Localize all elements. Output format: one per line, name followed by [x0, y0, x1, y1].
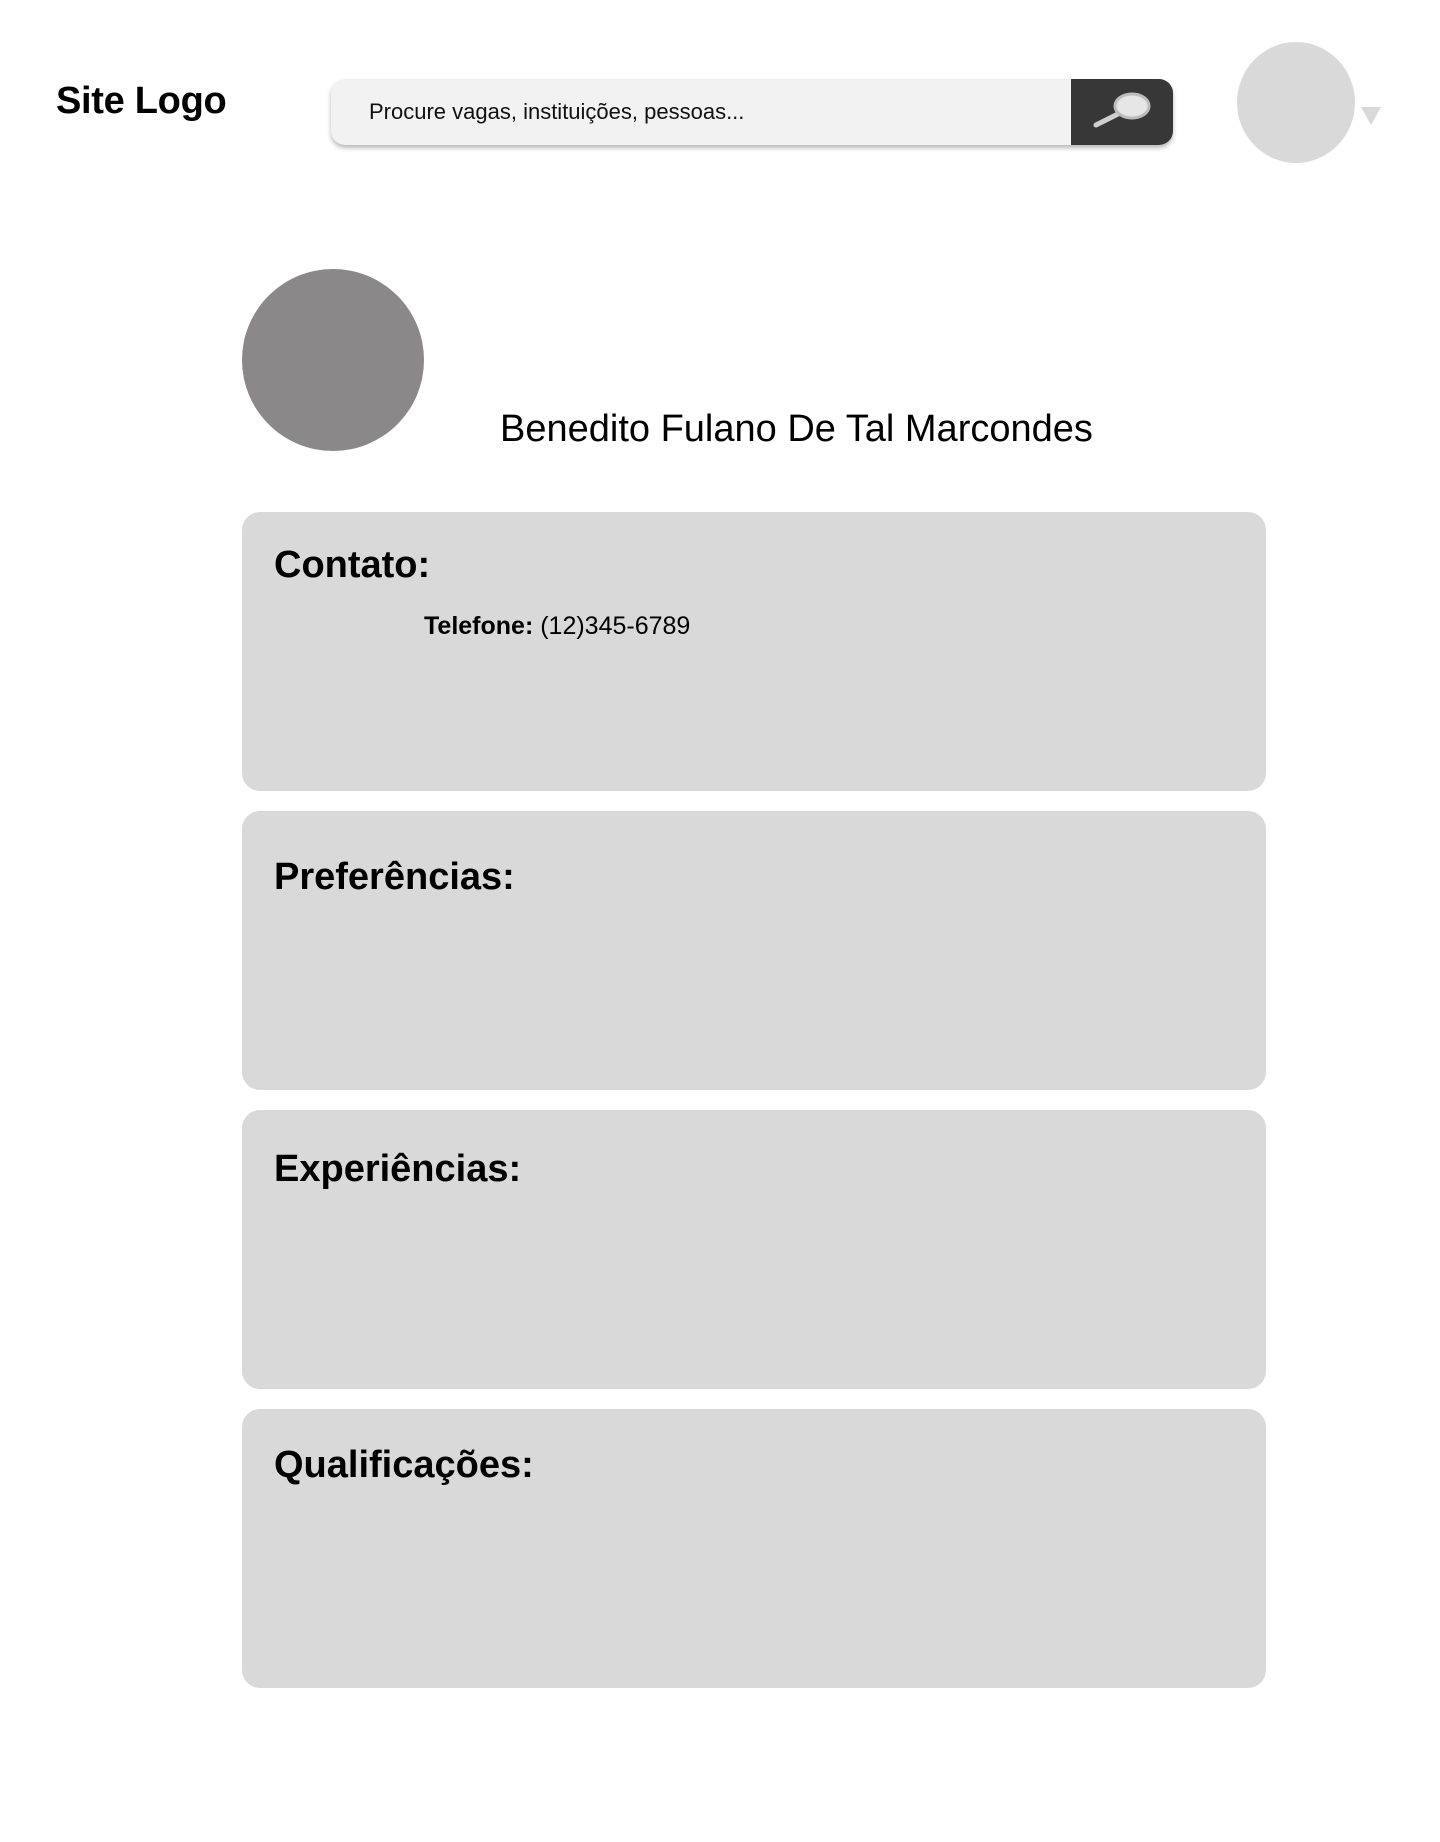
search-button[interactable] — [1071, 79, 1173, 145]
search-icon — [1093, 92, 1151, 128]
experiences-card: Experiências: — [242, 1110, 1266, 1389]
qualifications-title: Qualificações: — [274, 1444, 534, 1486]
experiences-title: Experiências: — [274, 1148, 522, 1190]
contact-title: Contato: — [274, 544, 431, 586]
profile-photo — [242, 269, 424, 451]
phone-label: Telefone: — [424, 612, 534, 640]
phone-value: (12)345-6789 — [540, 612, 691, 640]
preferences-title: Preferências: — [274, 856, 515, 898]
search-bar — [331, 79, 1173, 145]
search-input[interactable] — [331, 79, 1071, 145]
qualifications-card: Qualificações: — [242, 1409, 1266, 1688]
site-logo[interactable]: Site Logo — [56, 80, 227, 122]
preferences-card: Preferências: — [242, 811, 1266, 1090]
profile-name: Benedito Fulano De Tal Marcondes — [500, 408, 1093, 450]
chevron-down-icon[interactable] — [1361, 107, 1381, 125]
user-avatar[interactable] — [1237, 42, 1355, 163]
contact-card: Contato: Telefone: (12)345-6789 — [242, 512, 1266, 791]
contact-phone: Telefone: (12)345-6789 — [424, 610, 690, 642]
